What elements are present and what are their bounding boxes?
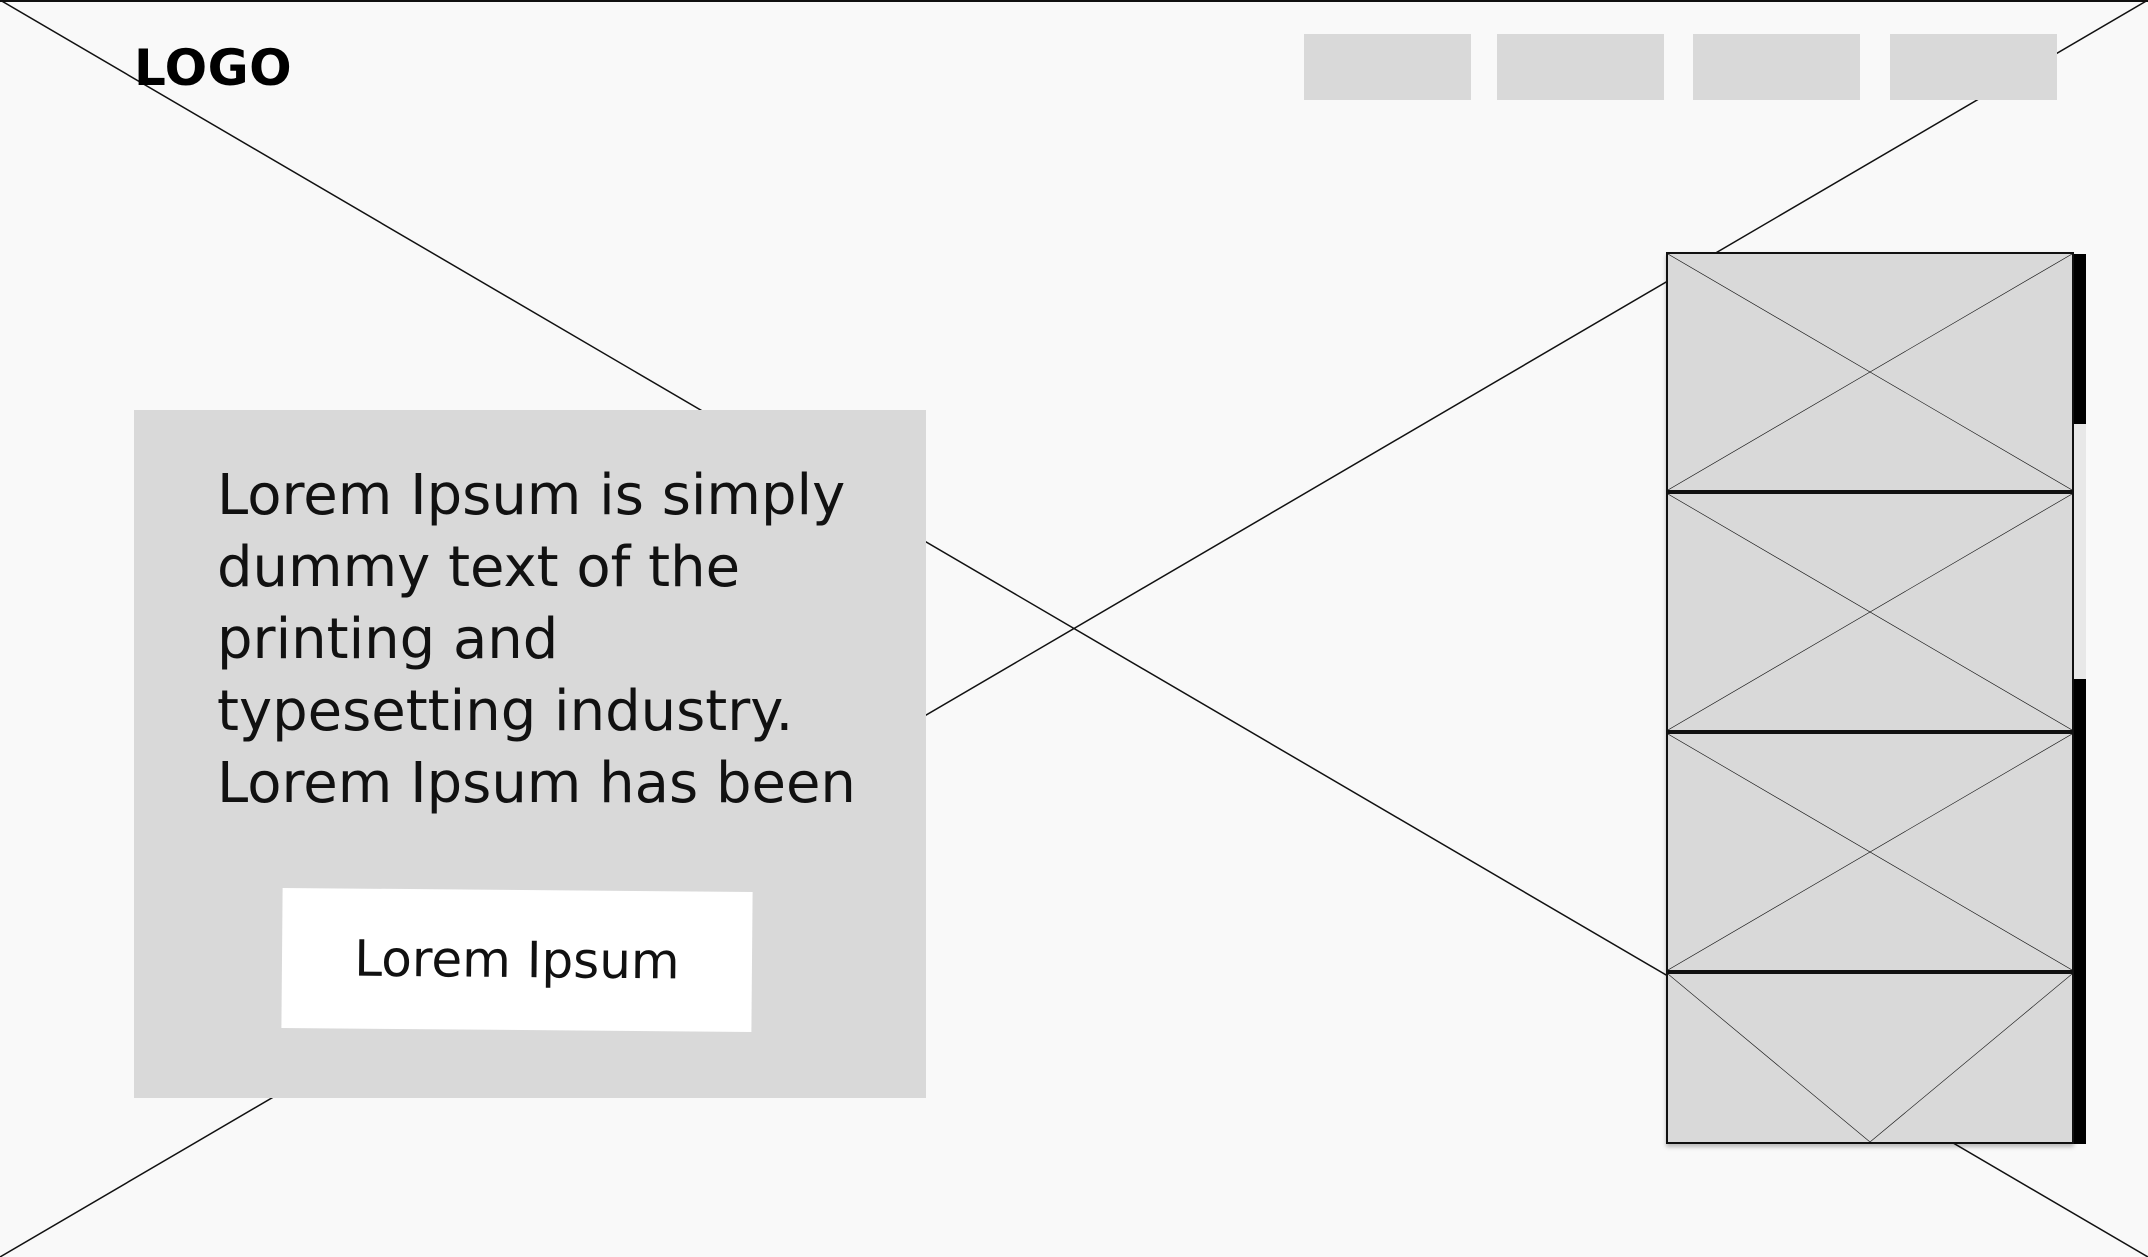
logo[interactable]: LOGO bbox=[134, 39, 293, 97]
carousel-slide-2[interactable] bbox=[1666, 492, 2074, 732]
cta-button[interactable]: Lorem Ipsum bbox=[281, 887, 753, 1033]
nav-item-4[interactable] bbox=[1890, 34, 2057, 100]
top-border bbox=[0, 0, 2148, 2]
image-placeholder-icon bbox=[1668, 974, 2072, 1142]
carousel-slide-3[interactable] bbox=[1666, 732, 2074, 972]
image-carousel bbox=[1666, 252, 2086, 1144]
nav-item-3[interactable] bbox=[1693, 34, 1860, 100]
carousel-scrollbar[interactable] bbox=[2074, 254, 2086, 1144]
hero-card: Lorem Ipsum is simply dummy text of the … bbox=[134, 410, 926, 1098]
image-placeholder-icon bbox=[1668, 494, 2072, 730]
image-placeholder-icon bbox=[1668, 254, 2072, 490]
nav-item-1[interactable] bbox=[1304, 34, 1471, 100]
image-placeholder-icon bbox=[1668, 734, 2072, 970]
carousel-slide-4[interactable] bbox=[1666, 972, 2074, 1144]
nav-item-2[interactable] bbox=[1497, 34, 1664, 100]
carousel-slide-1[interactable] bbox=[1666, 252, 2074, 492]
scrollbar-thumb-bottom[interactable] bbox=[2074, 679, 2086, 1144]
hero-text: Lorem Ipsum is simply dummy text of the … bbox=[217, 463, 856, 816]
scrollbar-thumb-top[interactable] bbox=[2074, 254, 2086, 424]
